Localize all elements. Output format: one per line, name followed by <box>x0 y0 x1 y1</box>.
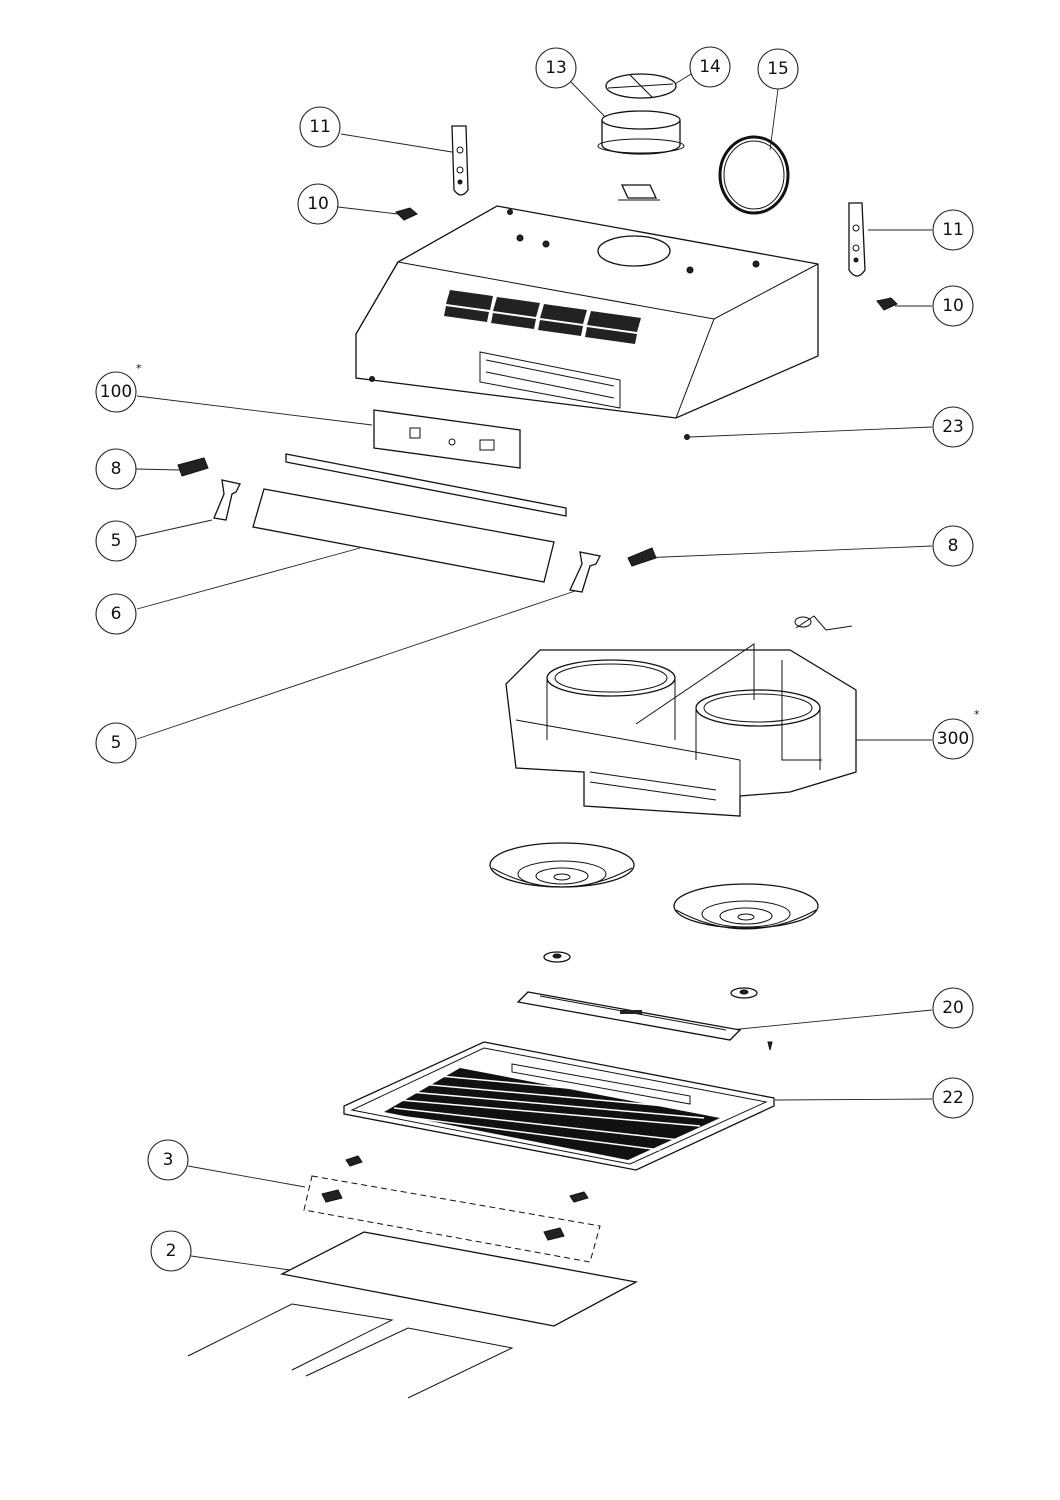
callout-22: 22 <box>932 1077 974 1119</box>
callout-11-left: 11 <box>299 106 341 148</box>
fixing-clip-right-part <box>876 297 898 311</box>
callout-label: 5 <box>111 531 122 551</box>
callout-label: 10 <box>942 296 964 316</box>
callout-label: 300 <box>937 729 969 749</box>
callout-label: 2 <box>166 1241 177 1261</box>
motor-housing-part <box>505 615 857 817</box>
callout-100-star: * <box>136 362 142 375</box>
visor-panel-part <box>252 488 555 583</box>
callout-10-right: 10 <box>932 285 974 327</box>
callout-label: 10 <box>307 194 329 214</box>
damper-flap-part <box>605 73 677 99</box>
callout-label: 8 <box>948 536 959 556</box>
end-cap-left-part <box>177 457 209 477</box>
callout-label: 20 <box>942 998 964 1018</box>
light-panel-part <box>516 991 742 1041</box>
callout-label: 11 <box>942 220 964 240</box>
callout-6: 6 <box>95 593 137 635</box>
callout-2: 2 <box>150 1230 192 1272</box>
callout-300: 300 <box>932 718 974 760</box>
impeller-plate-right-part <box>673 883 819 930</box>
callout-13: 13 <box>535 47 577 89</box>
callout-label: 3 <box>163 1150 174 1170</box>
callout-label: 100 <box>100 382 132 402</box>
filter-frame-wires-part <box>187 1303 514 1399</box>
wall-bracket-right-part <box>848 202 866 277</box>
callout-300-star: * <box>974 708 980 721</box>
callout-label: 8 <box>111 459 122 479</box>
top-bracket-part <box>618 184 660 201</box>
callout-8-left: 8 <box>95 448 137 490</box>
callout-label: 5 <box>111 733 122 753</box>
duct-collar-part <box>597 110 685 155</box>
callout-15: 15 <box>757 48 799 90</box>
fixing-clip-left-part <box>395 207 418 221</box>
callout-10-left: 10 <box>297 183 339 225</box>
callout-label: 22 <box>942 1088 964 1108</box>
impeller-plate-left-part <box>489 842 635 888</box>
filter-clips-part <box>303 1155 601 1263</box>
light-screw-part <box>767 1041 773 1051</box>
callout-label: 23 <box>942 417 964 437</box>
callout-5-upper: 5 <box>95 520 137 562</box>
callout-14: 14 <box>689 46 731 88</box>
callout-20: 20 <box>932 987 974 1029</box>
callout-balloons: 13 14 15 11 10 11 10 100 * 23 8 5 <box>95 46 980 1272</box>
callout-label: 14 <box>699 57 721 77</box>
callout-8-right: 8 <box>932 525 974 567</box>
callout-100: 100 <box>95 371 137 413</box>
impeller-nut-part <box>543 951 758 999</box>
control-panel-part <box>373 409 521 469</box>
filter-sheet-part <box>280 1231 638 1327</box>
bottom-grid-part <box>343 1041 775 1171</box>
callout-23: 23 <box>932 406 974 448</box>
callout-11-right: 11 <box>932 209 974 251</box>
callout-label: 11 <box>309 117 331 137</box>
visor-hinge-right-part <box>569 551 601 593</box>
callout-label: 6 <box>111 604 122 624</box>
wall-bracket-left-part <box>451 125 469 196</box>
hood-body-part <box>355 205 819 419</box>
visor-hinge-left-part <box>213 479 241 521</box>
end-cap-right-part <box>627 547 657 567</box>
callout-label: 13 <box>545 58 567 78</box>
trim-rod-part <box>285 453 567 517</box>
leader-lines <box>135 73 933 1271</box>
callout-3: 3 <box>147 1139 189 1181</box>
screw-part <box>684 434 690 440</box>
sealing-ring-part <box>718 135 790 215</box>
callout-5-lower: 5 <box>95 722 137 764</box>
callout-label: 15 <box>767 59 789 79</box>
